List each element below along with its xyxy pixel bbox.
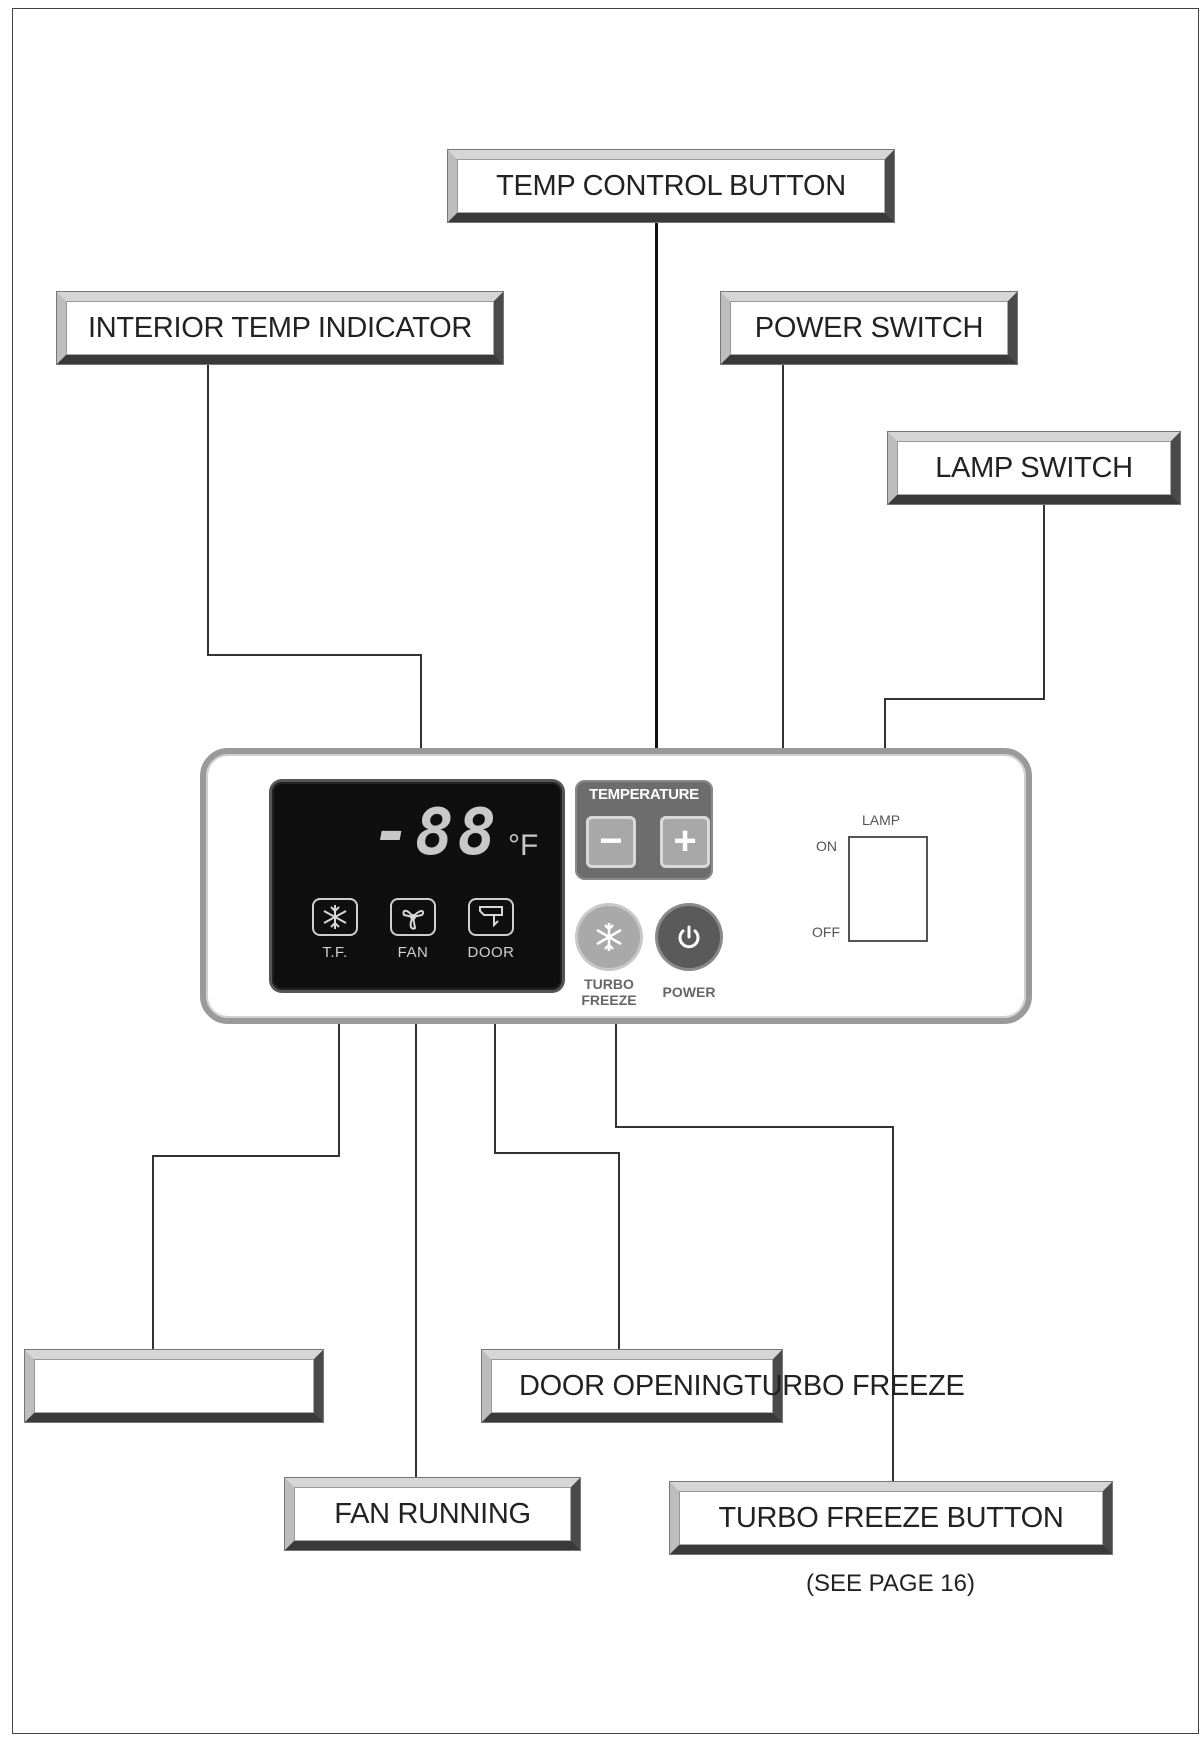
turbo-caption-2: FREEZE bbox=[581, 992, 637, 1008]
label-door-opening: DOOR OPENINGTURBO FREEZE bbox=[482, 1350, 965, 1422]
leader-line bbox=[782, 362, 784, 940]
power-button[interactable] bbox=[658, 906, 720, 968]
door-icon bbox=[468, 898, 514, 936]
leader-line bbox=[152, 1155, 340, 1157]
leader-line bbox=[338, 992, 340, 1156]
leader-line bbox=[207, 362, 209, 654]
leader-line bbox=[494, 992, 496, 1154]
label-text: POWER SWITCH bbox=[754, 311, 984, 344]
leader-line bbox=[420, 654, 422, 794]
leader-line bbox=[1043, 498, 1045, 700]
temperature-minus-button[interactable]: − bbox=[586, 816, 636, 868]
label-blank bbox=[25, 1350, 323, 1422]
snowflake-icon bbox=[596, 923, 622, 951]
leader-line bbox=[655, 220, 658, 792]
indicator-label-tf: T.F. bbox=[322, 944, 348, 961]
lamp-title: LAMP bbox=[862, 812, 901, 828]
power-caption: POWER bbox=[662, 984, 716, 1000]
leader-line bbox=[615, 1006, 617, 1128]
leader-line bbox=[884, 698, 1045, 700]
leader-line bbox=[618, 1152, 620, 1352]
leader-line bbox=[415, 992, 417, 1480]
leader-line bbox=[892, 1126, 894, 1484]
label-temp-control-button: TEMP CONTROL BUTTON bbox=[448, 150, 894, 222]
page-frame bbox=[12, 8, 1199, 1734]
indicator-label-door: DOOR bbox=[467, 944, 515, 961]
label-power-switch: POWER SWITCH bbox=[721, 292, 1017, 364]
temperature-plus-button[interactable]: + bbox=[660, 816, 710, 868]
label-lamp-switch: LAMP SWITCH bbox=[888, 432, 1180, 504]
leader-line bbox=[207, 654, 422, 656]
power-icon bbox=[678, 925, 700, 949]
turbo-freeze-button[interactable] bbox=[578, 906, 640, 968]
label-text: TEMP CONTROL BUTTON bbox=[496, 169, 846, 202]
label-text: INTERIOR TEMP INDICATOR bbox=[87, 311, 473, 344]
snowflake-icon bbox=[312, 898, 358, 936]
display-digits: -88 bbox=[372, 796, 500, 870]
leader-line bbox=[615, 1126, 894, 1128]
temperature-title: TEMPERATURE bbox=[589, 786, 699, 803]
indicator-label-fan: FAN bbox=[397, 944, 429, 961]
temperature-display bbox=[272, 782, 562, 990]
leader-line bbox=[152, 1155, 154, 1351]
display-unit: °F bbox=[508, 829, 539, 862]
label-text: FAN RUNNING bbox=[334, 1497, 531, 1530]
leader-line bbox=[494, 1152, 620, 1154]
fan-icon bbox=[390, 898, 436, 936]
turbo-caption-1: TURBO bbox=[584, 976, 634, 992]
label-interior-temp-indicator: INTERIOR TEMP INDICATOR bbox=[57, 292, 503, 364]
label-turbo-freeze-button: TURBO FREEZE BUTTON bbox=[670, 1482, 1112, 1554]
see-page-note: (SEE PAGE 16) bbox=[806, 1570, 975, 1597]
lamp-off-label: OFF bbox=[812, 924, 840, 940]
lamp-rocker-switch[interactable] bbox=[848, 836, 928, 942]
label-text: LAMP SWITCH bbox=[935, 451, 1133, 484]
label-text: TURBO FREEZE BUTTON bbox=[718, 1501, 1064, 1534]
lamp-on-label: ON bbox=[816, 838, 837, 854]
label-text: DOOR OPENINGTURBO FREEZE bbox=[519, 1369, 965, 1402]
label-fan-running: FAN RUNNING bbox=[285, 1478, 580, 1550]
